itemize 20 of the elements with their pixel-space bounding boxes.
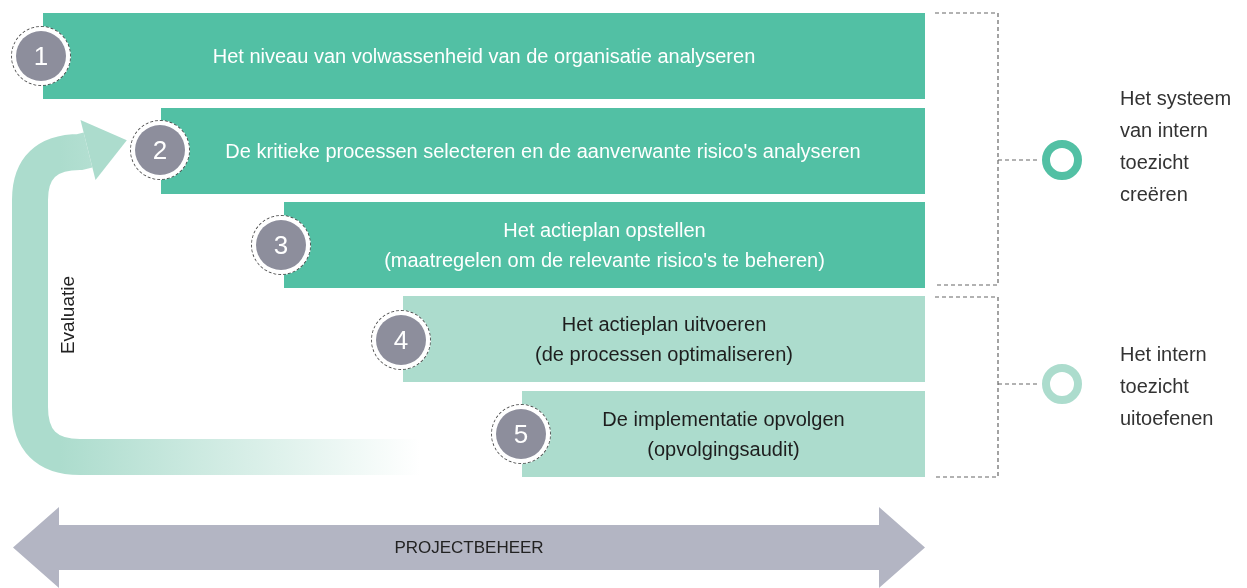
step-number: 1 [16,31,66,81]
phase-text: Het intern toezicht uitoefenen [1120,342,1215,431]
step-text: Het actieplan uitvoeren [561,312,767,337]
phase-text: Het systeem van intern toezicht creëren [1120,86,1232,207]
ring-marker [1040,138,1084,182]
step-text: Het actieplan opstellen [503,218,706,243]
step-number: 2 [135,125,185,175]
ring-marker [1040,362,1084,406]
step-text: (opvolgingsaudit) [647,437,800,462]
step-number: 3 [256,220,306,270]
step-text: De kritieke processen selecteren en de aanverwante risico's analyseren [225,139,861,164]
step-text: Het niveau van volwassenheid van de organisatie analyseren [212,44,756,69]
edge-label: Evaluatie [57,275,79,355]
double-arrow-band [13,507,925,588]
step-text: (de processen optimaliseren) [535,342,793,367]
step-number: 4 [376,315,426,365]
step-text: De implementatie opvolgen [602,407,845,432]
band-label: PROJECTBEHEER [394,537,544,558]
step-number: 5 [496,409,546,459]
step-text: (maatregelen om de relevante risico's te beheren) [384,248,825,273]
